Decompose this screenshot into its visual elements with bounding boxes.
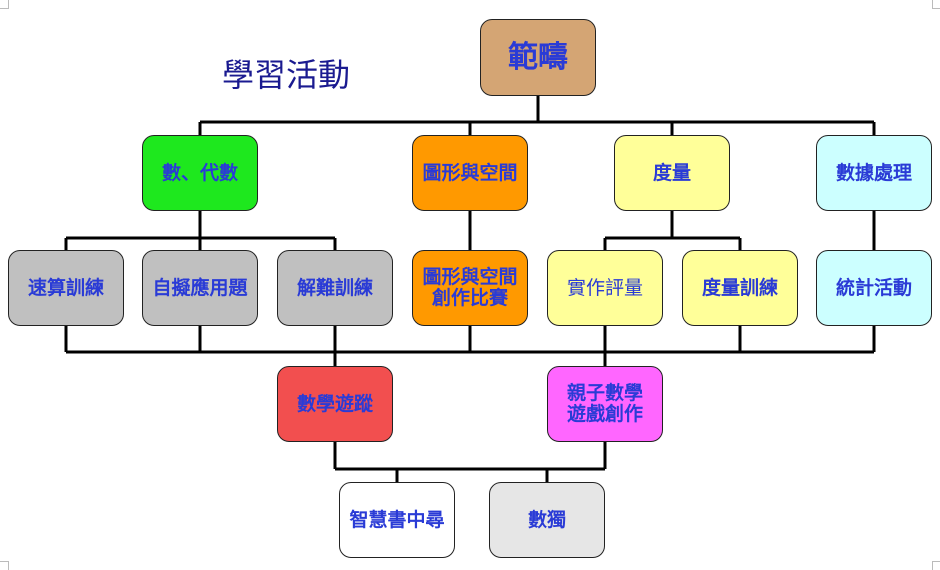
node-wisdom-book-search: 智慧書中尋 bbox=[339, 482, 455, 558]
corner-mark-top-left bbox=[0, 0, 9, 9]
node-practical-assessment: 實作評量 bbox=[547, 250, 663, 326]
node-statistics-activity: 統計活動 bbox=[816, 250, 932, 326]
node-self-made-problems: 自擬應用題 bbox=[142, 250, 258, 326]
page-title: 學習活動 bbox=[222, 56, 351, 94]
node-measurement: 度量 bbox=[614, 135, 730, 211]
node-parent-child-game: 親子數學 遊戲創作 bbox=[547, 366, 663, 442]
node-measurement-training: 度量訓練 bbox=[682, 250, 798, 326]
node-speed-calculation: 速算訓練 bbox=[8, 250, 124, 326]
node-sudoku: 數獨 bbox=[489, 482, 605, 558]
node-root-category: 範疇 bbox=[480, 19, 596, 96]
corner-mark-bottom-right bbox=[932, 561, 940, 570]
corner-mark-top-right bbox=[932, 0, 940, 9]
node-numbers-algebra: 數、代數 bbox=[142, 135, 258, 211]
node-shape-space: 圖形與空間 bbox=[412, 135, 528, 211]
node-data-handling: 數據處理 bbox=[816, 135, 932, 211]
corner-mark-bottom-left bbox=[0, 561, 9, 570]
node-problem-solving: 解難訓練 bbox=[277, 250, 393, 326]
node-shape-contest: 圖形與空間 創作比賽 bbox=[412, 250, 528, 326]
node-math-trail: 數學遊蹤 bbox=[277, 366, 393, 442]
